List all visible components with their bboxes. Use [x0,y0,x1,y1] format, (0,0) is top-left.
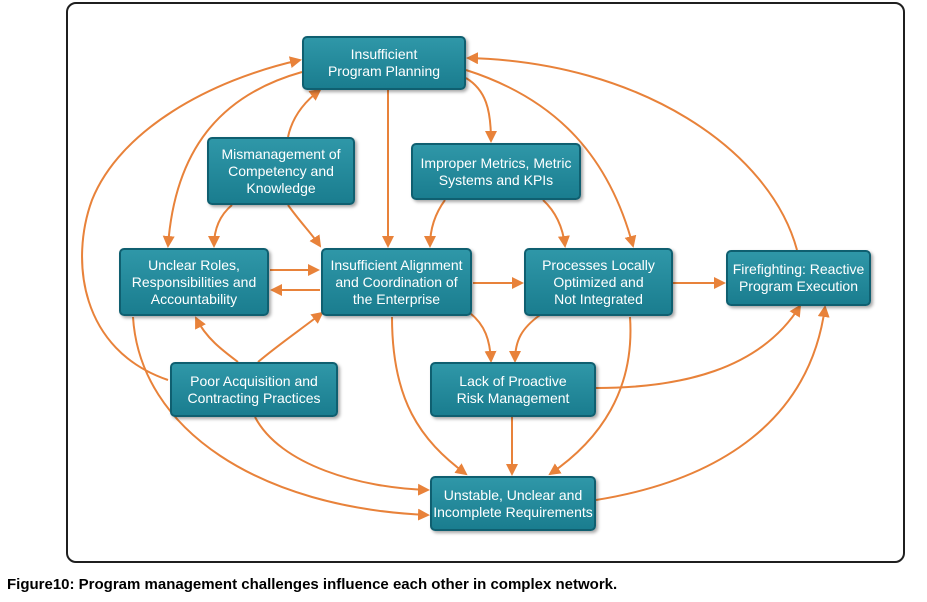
node-label: Insufficient Alignment and Coordination … [330,256,463,307]
arrow-alignment-to-requirements [391,316,468,476]
figure-caption: Figure10: Program management challenges … [7,576,618,593]
arrow-mismanagement-to-roles [208,204,233,248]
node-firefighting: Firefighting: Reactive Program Execution [726,250,871,306]
node-mismanagement-of-competency: Mismanagement of Competency and Knowledg… [207,137,355,205]
node-improper-metrics: Improper Metrics, Metric Systems and KPI… [411,143,581,200]
arrow-metrics-to-alignment [424,199,446,248]
node-label: Insufficient Program Planning [327,46,441,79]
node-label: Lack of Proactive Risk Management [456,372,570,406]
arrow-requirements-to-firefighting [595,305,830,501]
arrow-poor-acquisition-to-alignment [257,311,324,363]
node-processes-locally-optimized: Processes Locally Optimized and Not Inte… [524,248,673,316]
arrow-processes-to-risk [509,314,541,363]
arrow-mismanagement-to-alignment [287,204,322,248]
arrow-firefighting-to-planning [466,52,798,251]
arrow-mismanagement-to-planning [287,88,322,138]
node-label: Firefighting: Reactive Program Execution [732,261,865,294]
node-label: Mismanagement of Competency and Knowledg… [221,145,341,196]
arrow-metrics-to-processes [542,199,570,248]
node-label: Unstable, Unclear and Incomplete Require… [433,486,593,520]
node-insufficient-alignment: Insufficient Alignment and Coordination … [321,248,472,316]
node-unclear-roles: Unclear Roles, Responsibilities and Acco… [119,248,269,316]
node-unstable-requirements: Unstable, Unclear and Incomplete Require… [430,476,596,531]
arrow-poor-acquisition-to-planning [81,56,302,381]
node-label: Poor Acquisition and Contracting Practic… [187,372,321,406]
arrow-poor-acquisition-to-requirements [254,416,430,496]
node-insufficient-program-planning: Insufficient Program Planning [302,36,466,90]
arrow-planning-to-metrics [465,77,497,143]
node-lack-of-proactive-risk-management: Lack of Proactive Risk Management [430,362,596,417]
arrow-alignment-to-risk [469,312,497,363]
node-label: Improper Metrics, Metric Systems and KPI… [420,154,572,188]
arrow-risk-to-firefighting [595,304,802,389]
arrow-poor-acquisition-to-roles [195,316,239,363]
arrow-processes-to-requirements [548,316,632,476]
arrow-roles-to-requirements [132,316,430,521]
node-label: Processes Locally Optimized and Not Inte… [542,256,655,307]
node-label: Unclear Roles, Responsibilities and Acco… [131,256,257,307]
arrow-planning-to-processes [465,69,637,248]
arrow-planning-to-roles [162,71,303,248]
node-poor-acquisition: Poor Acquisition and Contracting Practic… [170,362,338,417]
